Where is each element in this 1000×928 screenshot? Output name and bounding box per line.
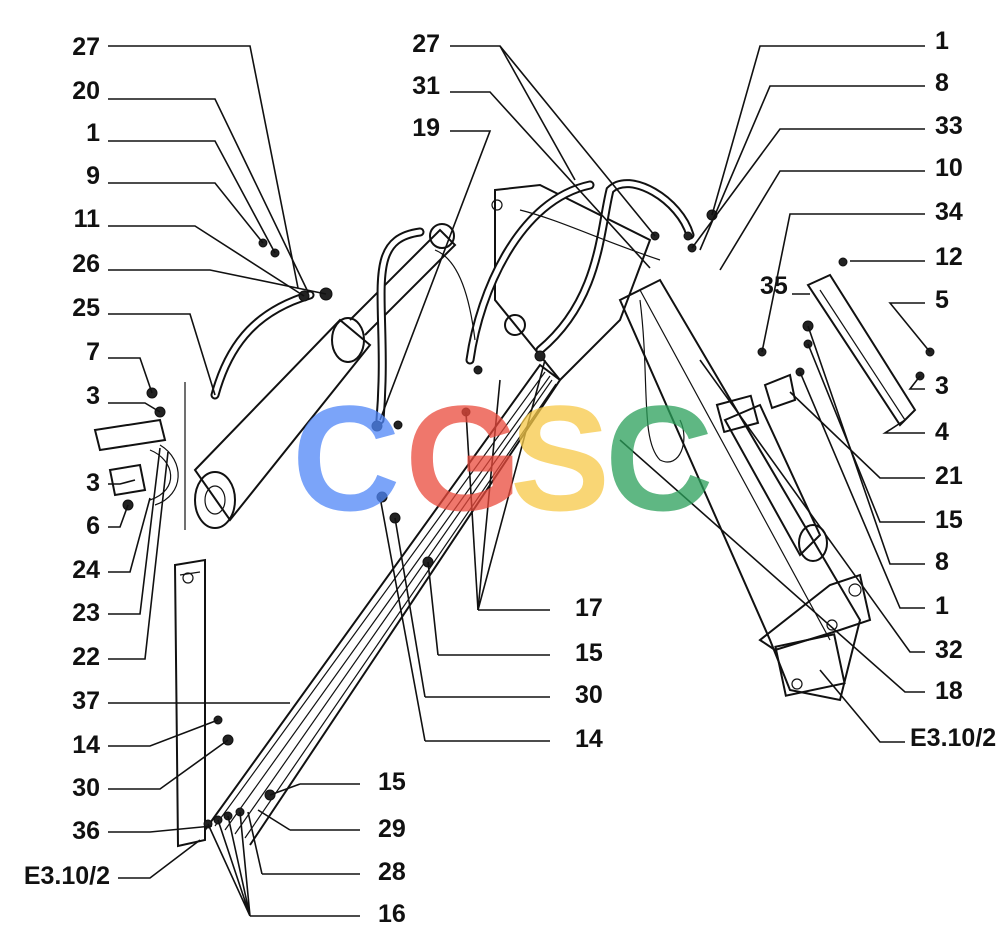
callout-label: 35 <box>760 272 788 300</box>
callout-label: 33 <box>935 112 963 140</box>
callout-label: 5 <box>935 286 949 314</box>
callout-label: 30 <box>72 774 100 802</box>
watermark-letter-2: G <box>405 374 522 542</box>
labels-right: 1 8 33 10 34 12 35 5 3 4 21 15 8 1 32 18… <box>760 27 996 752</box>
callout-label: 7 <box>86 338 100 366</box>
callout-label: 14 <box>575 725 603 753</box>
callout-label: 17 <box>575 594 603 622</box>
callout-label: 3 <box>935 372 949 400</box>
hydraulic-hoses <box>210 179 695 463</box>
callout-label: 15 <box>935 506 963 534</box>
callout-label: 15 <box>378 768 406 796</box>
callout-label: 8 <box>935 548 949 576</box>
callout-label: 30 <box>575 681 603 709</box>
callout-label: 37 <box>72 687 100 715</box>
watermark-letter-1: C <box>292 374 400 542</box>
callout-label: 25 <box>72 294 100 322</box>
callout-label: 3 <box>86 469 100 497</box>
callout-label: 11 <box>74 205 101 233</box>
callout-label: 21 <box>935 462 963 490</box>
callout-label: 16 <box>378 900 406 928</box>
callout-label: 26 <box>72 250 100 278</box>
callout-label: 22 <box>72 643 100 671</box>
callout-label: 12 <box>935 243 963 271</box>
labels-left: 27 20 1 9 11 26 25 7 3 3 6 24 23 22 37 1… <box>24 33 110 890</box>
callout-label: 9 <box>86 162 100 190</box>
boom-drawing <box>93 183 917 848</box>
callout-label: 1 <box>935 592 949 620</box>
callout-label: E3.10/2 <box>24 862 110 890</box>
callout-label: 1 <box>86 119 100 147</box>
callout-label: 24 <box>72 556 100 584</box>
callout-label: 34 <box>935 198 963 226</box>
callout-label: 29 <box>378 815 406 843</box>
callout-label: 14 <box>72 731 100 759</box>
watermark-letter-3: S <box>510 374 610 542</box>
callout-label: 20 <box>72 77 100 105</box>
callout-label: 27 <box>412 30 440 58</box>
callout-label: 15 <box>575 639 603 667</box>
callout-label: 18 <box>935 677 963 705</box>
callout-label: 27 <box>72 33 100 61</box>
watermark-letter-4: C <box>605 374 713 542</box>
callout-label: 8 <box>935 69 949 97</box>
callout-label: 28 <box>378 858 406 886</box>
callout-label: E3.10/2 <box>910 724 996 752</box>
labels-center-bottom: 17 15 30 14 15 29 28 16 <box>378 594 603 928</box>
watermark: C G S C <box>292 374 713 542</box>
labels-center-top: 27 31 19 <box>412 30 440 142</box>
callout-label: 10 <box>935 154 963 182</box>
callout-label: 31 <box>412 72 440 100</box>
callout-label: 36 <box>72 817 100 845</box>
leader-lines <box>108 45 931 917</box>
callout-label: 23 <box>72 599 100 627</box>
callout-label: 4 <box>935 418 949 446</box>
callout-label: 6 <box>86 512 100 540</box>
callout-label: 1 <box>935 27 949 55</box>
callout-label: 32 <box>935 636 963 664</box>
callout-label: 3 <box>86 382 100 410</box>
callout-label: 19 <box>412 114 440 142</box>
